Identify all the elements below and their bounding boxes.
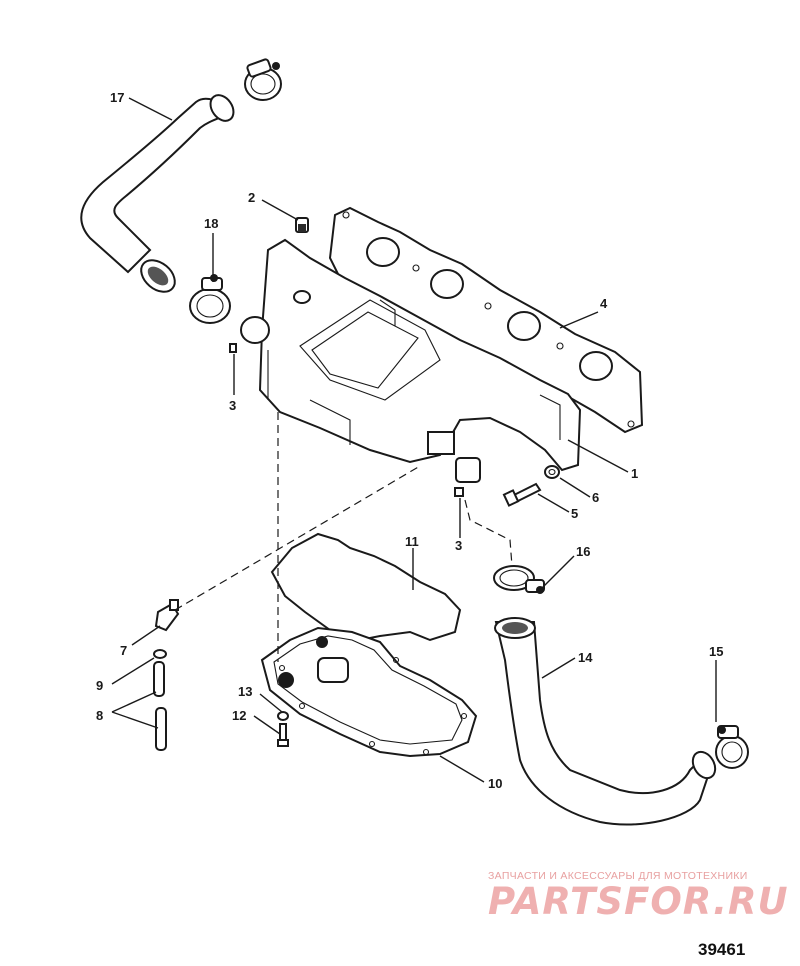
callout-13: 13 xyxy=(238,684,252,699)
callout-18: 18 xyxy=(204,216,218,231)
callout-5: 5 xyxy=(571,506,578,521)
callout-14: 14 xyxy=(578,650,593,665)
callout-6: 6 xyxy=(592,490,599,505)
callout-2: 2 xyxy=(248,190,255,205)
hose-upper-part-17 xyxy=(80,94,235,293)
hose-lower-part-14 xyxy=(494,617,717,826)
callout-11: 11 xyxy=(405,534,419,549)
fitting-part-3-right xyxy=(454,487,464,497)
fitting-part-3-left xyxy=(229,343,237,353)
hose-clamp-part-15 xyxy=(715,725,749,769)
leader-lines xyxy=(111,97,717,783)
screw-part-12 xyxy=(277,723,289,747)
gasket-part-4 xyxy=(328,206,644,434)
callout-12: 12 xyxy=(232,708,246,723)
elbow-fitting-part-7 xyxy=(154,599,180,632)
cover-plate-part-10 xyxy=(260,626,478,758)
watermark-caption: ЗАПЧАСТИ И АКСЕССУАРЫ ДЛЯ МОТОТЕХНИКИ xyxy=(488,870,748,882)
callout-1: 1 xyxy=(631,466,638,481)
callout-7: 7 xyxy=(120,643,127,658)
callout-9: 9 xyxy=(96,678,103,693)
bolt-part-5 xyxy=(502,482,542,507)
callout-4: 4 xyxy=(600,296,608,311)
callout-15: 15 xyxy=(709,644,723,659)
plug-part-2 xyxy=(295,217,309,233)
assembly-guide-lines xyxy=(174,412,513,662)
watermark-logo: PARTSFOR.RU xyxy=(488,880,789,923)
callout-10: 10 xyxy=(488,776,502,791)
hose-clamp-part-16 xyxy=(493,565,545,594)
callout-3-upper: 3 xyxy=(229,398,236,413)
figure-number: 39461 xyxy=(698,940,746,959)
callout-labels: 17 2 18 3 4 1 6 5 3 11 16 7 9 8 13 12 10… xyxy=(96,90,723,791)
clamp-part-9 xyxy=(153,649,167,659)
callout-3-lower: 3 xyxy=(455,538,462,553)
callout-17: 17 xyxy=(110,90,124,105)
clamp-upper-hose xyxy=(244,58,282,101)
washer-part-13 xyxy=(277,711,289,721)
callout-8: 8 xyxy=(96,708,103,723)
tube-part-8 xyxy=(153,661,167,751)
hose-clamp-part-18 xyxy=(189,274,231,324)
exhaust-manifold-part-1 xyxy=(240,238,582,483)
washer-part-6 xyxy=(544,465,560,479)
callout-16: 16 xyxy=(576,544,590,559)
cover-gasket-part-11 xyxy=(270,532,462,642)
